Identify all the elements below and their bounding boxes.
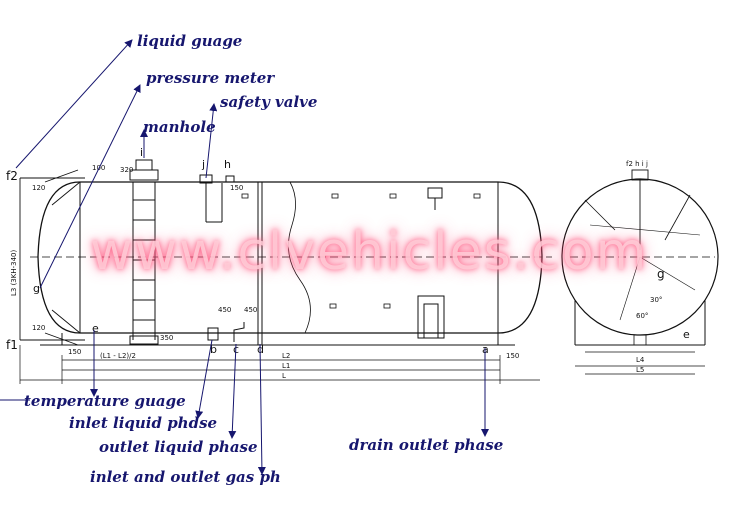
dim-120-top: 120 [32,184,45,192]
dim-150-right: 150 [506,352,519,360]
dim-l2: L2 [282,352,290,360]
callout-liquid-guage: liquid guage [137,32,243,50]
callout-temperature-guage: temperature guage [24,392,186,410]
end-top-labels: f2 h i j [626,160,648,168]
safety-valve [199,174,235,223]
dim-60: 60° [636,312,648,320]
watermark: www.clvehicles.com [90,222,649,282]
label-e: e [92,322,99,335]
leader-lines [0,39,489,475]
left-frame [19,169,85,346]
dim-350: 350 [160,334,173,342]
callout-manhole: manhole [143,118,216,136]
dim-30: 30° [650,296,662,304]
callout-pressure-meter: pressure meter [146,69,275,87]
label-f1: f1 [6,338,18,352]
label-b: b [210,343,217,356]
dim-l4: L4 [636,356,645,364]
end-label-g: g [657,267,665,281]
dim-l1-l2: (L1 - L2)/2 [100,352,136,360]
callout-inlet-liquid: inlet liquid phdse [69,414,218,432]
dim-450-right: 450 [244,306,257,314]
dim-120-bottom: 120 [32,324,45,332]
label-f2: f2 [6,169,18,183]
dim-l: L [282,372,286,380]
dimension-lines [19,345,540,384]
dim-l1: L1 [282,362,290,370]
callout-safety-valve: safety valve [220,93,318,111]
dim-l5: L5 [636,366,644,374]
callout-inlet-outlet-gas: inlet and outlet gas ph [90,468,281,486]
dim-150-bottom: 150 [68,348,81,356]
label-h: h [224,158,231,171]
dim-450-left: 450 [218,306,231,314]
dim-150-top: 150 [230,184,243,192]
callout-outlet-liquid: outlet liquid phase [99,438,258,456]
end-view [561,169,719,375]
label-i: i [140,146,143,159]
nozzle-marks [241,193,481,309]
bottom-nozzles [207,182,445,345]
manhole [129,159,159,345]
label-g: g [33,282,40,295]
end-label-e: e [683,328,690,341]
dim-side: L3 (3KH-340) [10,249,18,296]
callout-drain-outlet: drain outlet phase [349,436,504,454]
label-j: j [201,158,205,171]
dim-320: 320 [120,166,133,174]
